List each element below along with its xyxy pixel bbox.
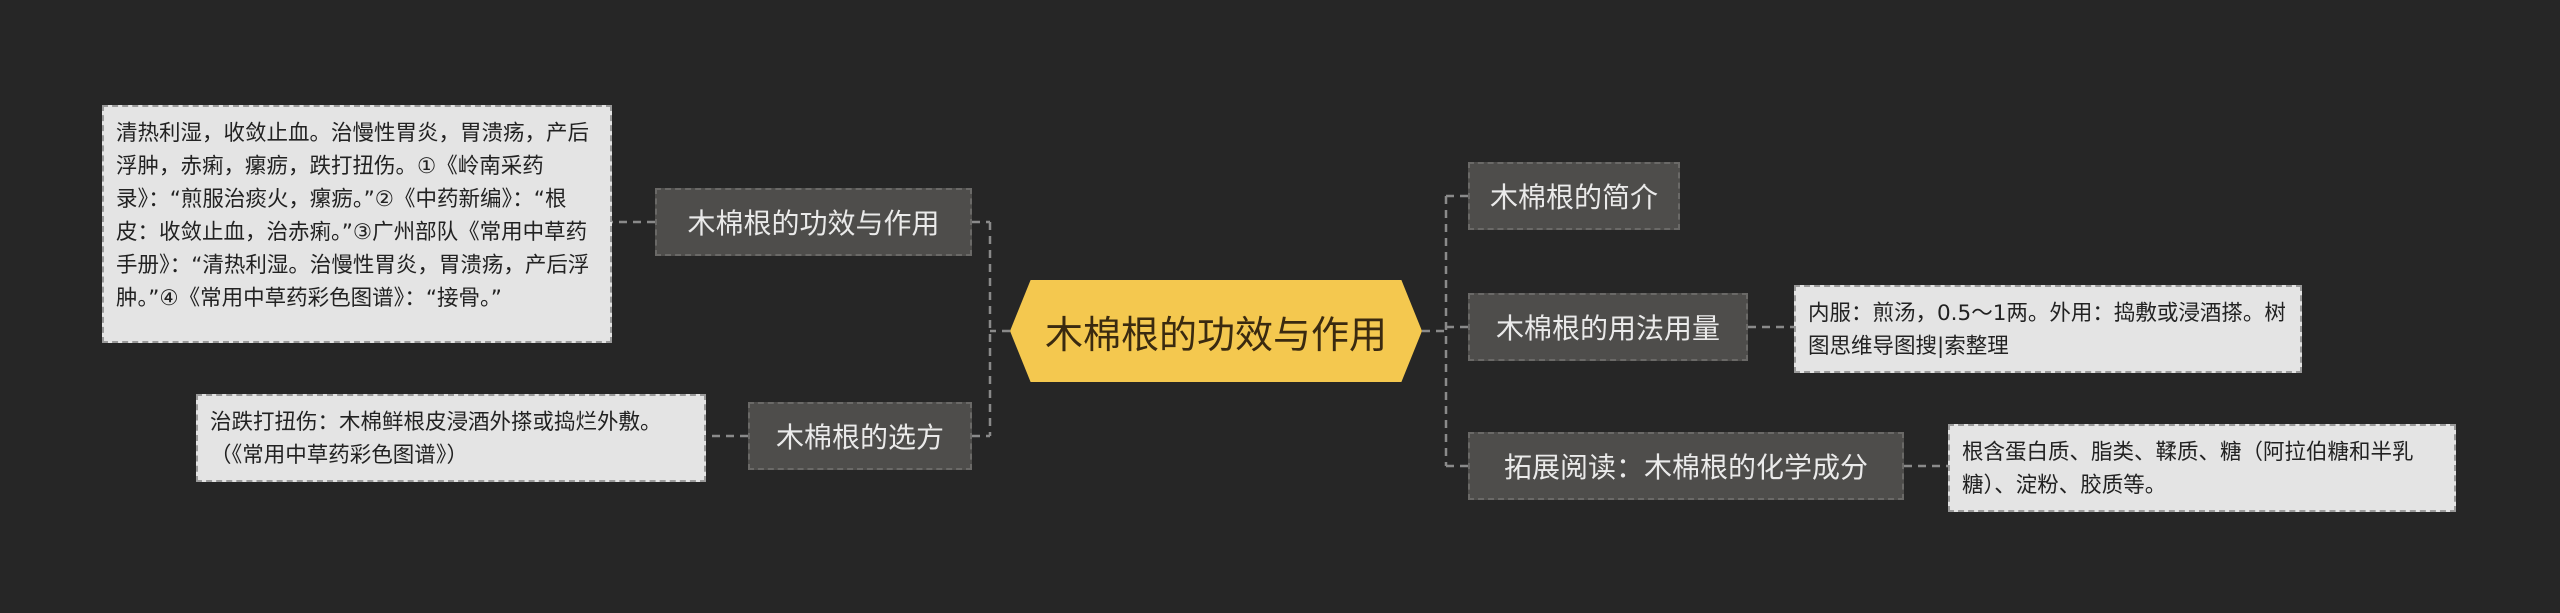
- leaf-usage-text: 内服：煎汤，0.5～1两。外用：捣敷或浸酒搽。树图思维导图搜|索整理: [1808, 301, 2286, 359]
- leaf-prescription-text: 治跌打扭伤：木棉鲜根皮浸酒外搽或捣烂外敷。（《常用中草药彩色图谱》）: [210, 410, 662, 468]
- branch-intro[interactable]: 木棉根的简介: [1468, 162, 1680, 230]
- branch-prescription[interactable]: 木棉根的选方: [748, 402, 972, 470]
- leaf-efficacy-text: 清热利湿，收敛止血。治慢性胃炎，胃溃疡，产后浮肿，赤痢，瘰疬，跌打扭伤。①《岭南…: [116, 121, 590, 311]
- branch-prescription-label: 木棉根的选方: [775, 421, 944, 454]
- branch-efficacy-label: 木棉根的功效与作用: [687, 207, 940, 240]
- branch-usage-label: 木棉根的用法用量: [1495, 312, 1720, 345]
- central-topic[interactable]: 木棉根的功效与作用: [1010, 280, 1422, 382]
- branch-chemistry-label: 拓展阅读：木棉根的化学成分: [1503, 451, 1868, 484]
- branch-efficacy[interactable]: 木棉根的功效与作用: [655, 188, 972, 256]
- leaf-prescription-detail[interactable]: 治跌打扭伤：木棉鲜根皮浸酒外搽或捣烂外敷。（《常用中草药彩色图谱》）: [196, 394, 706, 482]
- connector-center-to-left: [972, 220, 1010, 438]
- central-topic-label: 木棉根的功效与作用: [1044, 312, 1387, 357]
- leaf-usage-detail[interactable]: 内服：煎汤，0.5～1两。外用：捣敷或浸酒搽。树图思维导图搜|索整理: [1794, 285, 2302, 373]
- leaf-efficacy-detail[interactable]: 清热利湿，收敛止血。治慢性胃炎，胃溃疡，产后浮肿，赤痢，瘰疬，跌打扭伤。①《岭南…: [102, 105, 612, 343]
- connector-center-to-right: [1422, 194, 1468, 468]
- branch-intro-label: 木棉根的简介: [1489, 181, 1658, 214]
- leaf-chemistry-text: 根含蛋白质、脂类、鞣质、糖（阿拉伯糖和半乳糖）、淀粉、胶质等。: [1962, 440, 2414, 498]
- leaf-chemistry-detail[interactable]: 根含蛋白质、脂类、鞣质、糖（阿拉伯糖和半乳糖）、淀粉、胶质等。: [1948, 424, 2456, 512]
- branch-usage[interactable]: 木棉根的用法用量: [1468, 293, 1748, 361]
- branch-chemistry[interactable]: 拓展阅读：木棉根的化学成分: [1468, 432, 1904, 500]
